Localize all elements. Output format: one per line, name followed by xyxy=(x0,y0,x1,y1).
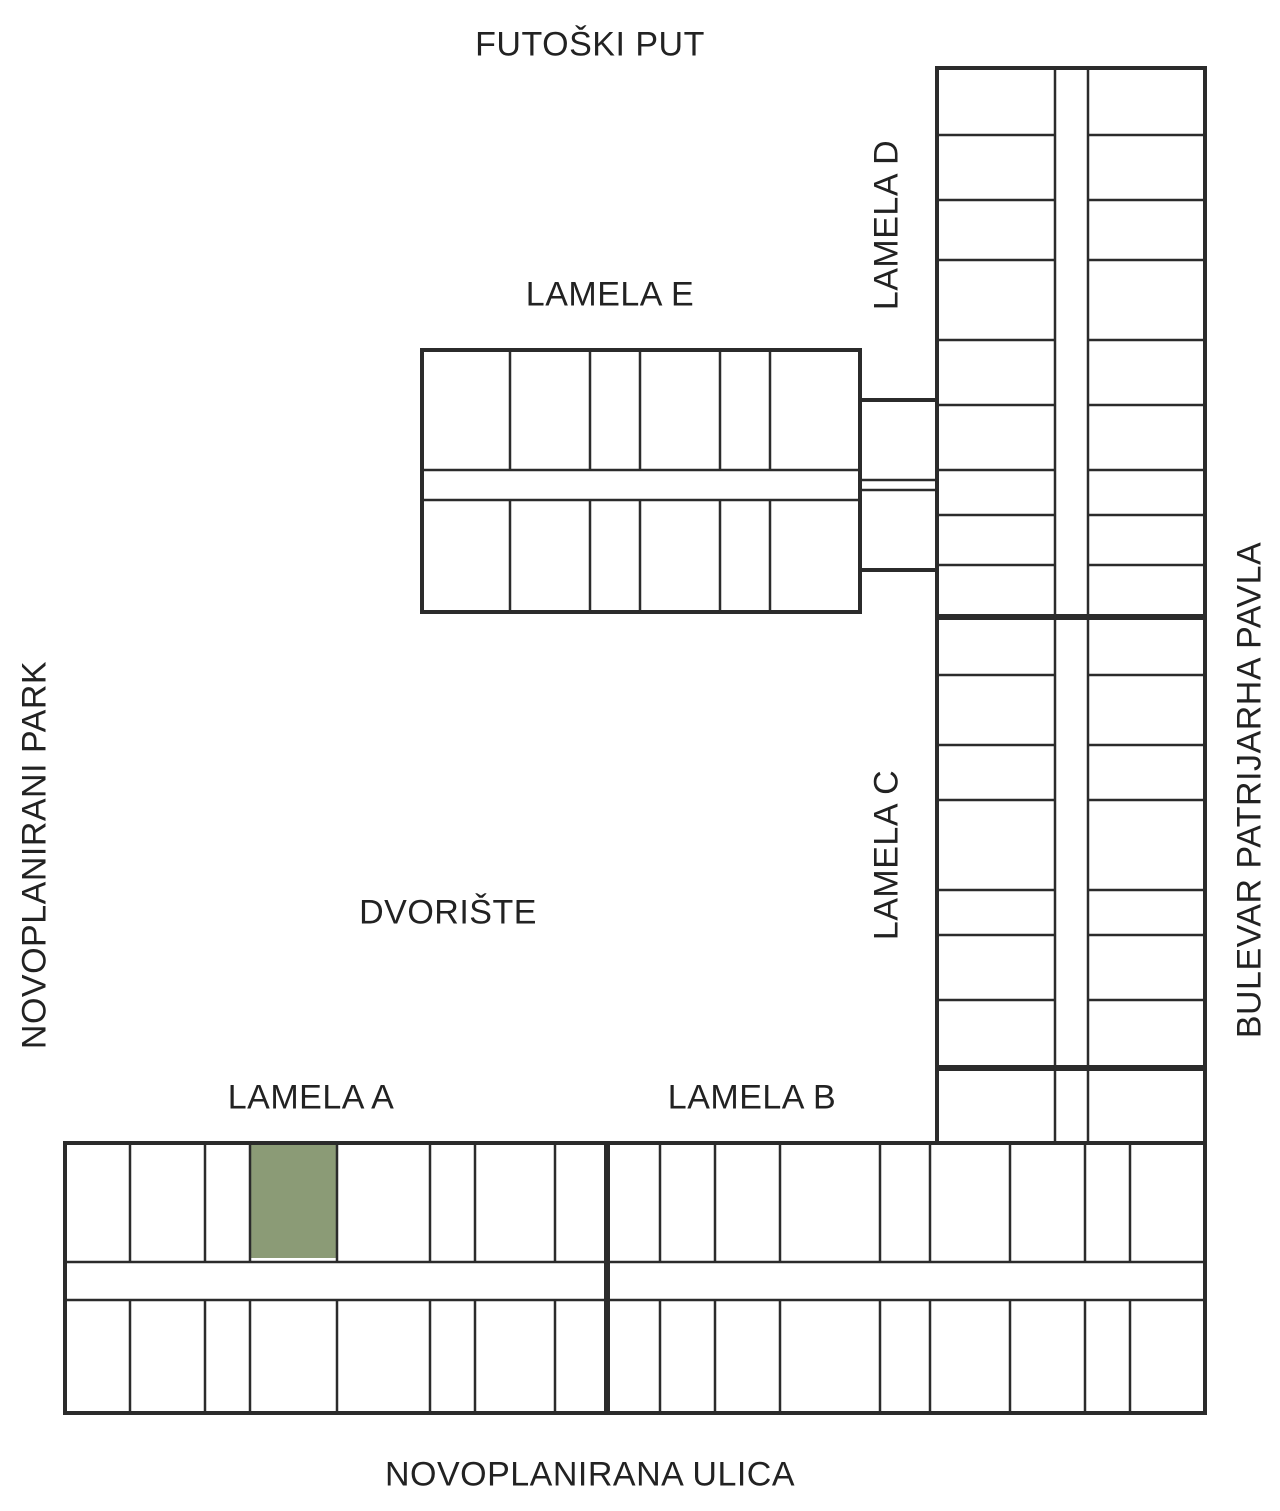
lamela-cd-outline xyxy=(935,66,1207,1145)
street-label-south: NOVOPLANIRANA ULICA xyxy=(384,1455,796,1494)
lamela-b-label: LAMELA B xyxy=(667,1078,837,1117)
building-walls xyxy=(63,66,1207,1415)
lamela-e-label: LAMELA E xyxy=(525,275,695,314)
lamela-ab-outline xyxy=(63,1141,1207,1415)
lamela-a-label: LAMELA A xyxy=(227,1078,395,1117)
street-label-east: BULEVAR PATRIJARHA PAVLA xyxy=(1230,541,1269,1039)
lamela-d-label: LAMELA D xyxy=(867,139,906,311)
courtyard-label: DVORIŠTE xyxy=(359,893,537,932)
lamela-c-label: LAMELA C xyxy=(867,769,906,941)
interior-walls xyxy=(65,68,1205,1413)
lamela-e-connector xyxy=(858,398,939,572)
street-label-west: NOVOPLANIRANI PARK xyxy=(15,660,54,1050)
highlighted-apartment[interactable] xyxy=(250,1145,337,1258)
street-label-north: FUTOŠKI PUT xyxy=(475,25,705,64)
